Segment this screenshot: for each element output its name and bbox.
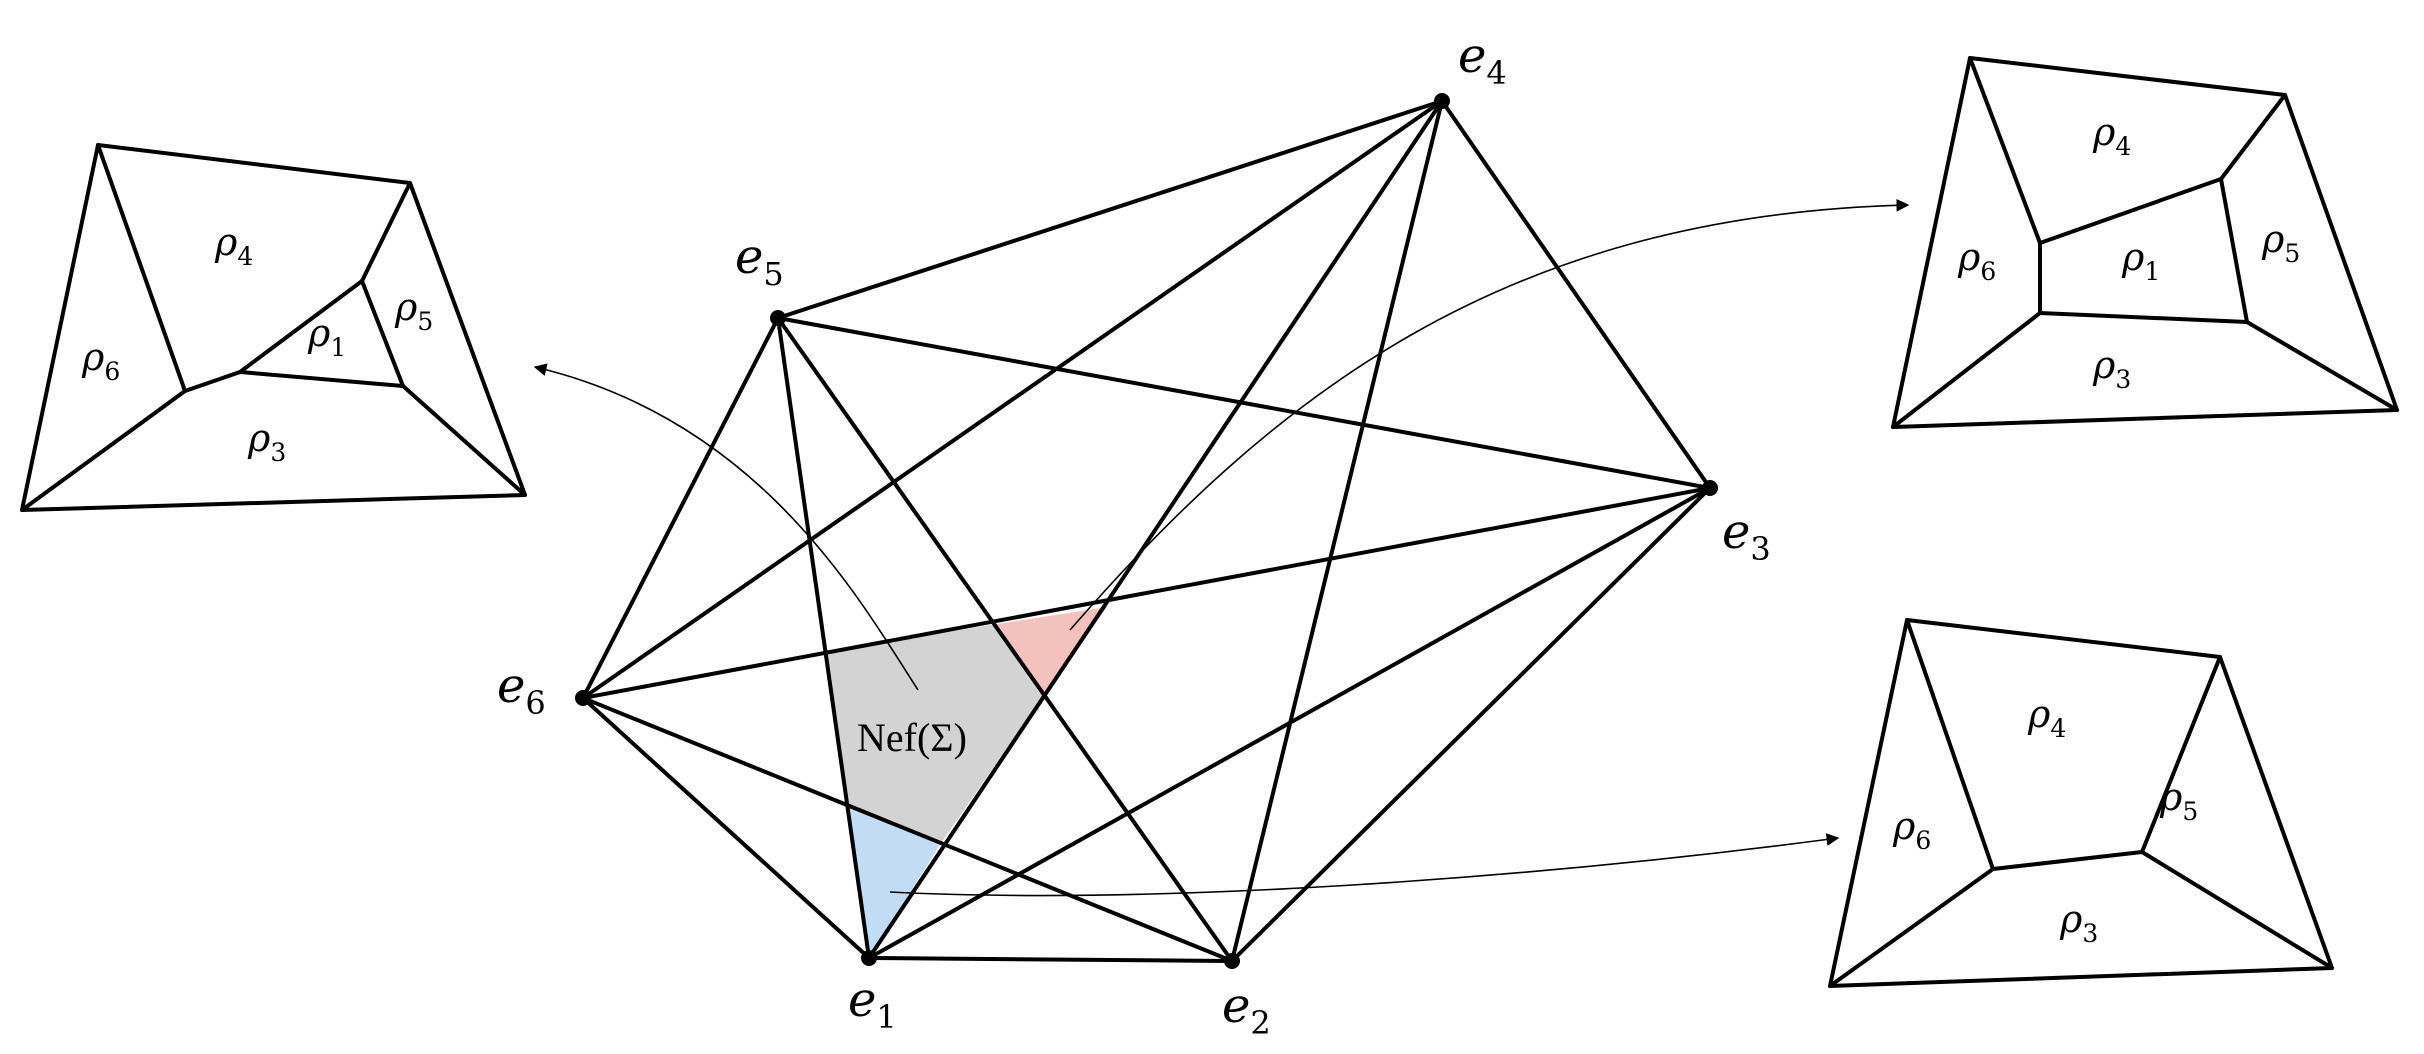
- left-rho-4: ρ4: [214, 220, 253, 271]
- top-right-rho-1: ρ1: [2121, 235, 2160, 286]
- vertex-e4-label: e4: [1458, 28, 1507, 92]
- vertex-e6-label: e6: [497, 658, 546, 722]
- vertex-e5-dot: [770, 310, 786, 326]
- vertex-e3-dot: [1702, 480, 1718, 496]
- red-chamber: [997, 607, 1107, 695]
- top-right-rho-5: ρ5: [2261, 217, 2300, 268]
- polytope-bottom-right: [1828, 618, 2334, 988]
- bottom-right-rho-3: ρ3: [2059, 897, 2098, 948]
- arrow-nef-to-left-polytope: [533, 363, 919, 691]
- left-rho-3: ρ3: [247, 416, 286, 467]
- blue-chamber: [846, 808, 941, 958]
- nef-label: Nef(Σ): [857, 715, 967, 760]
- vertex-e1-dot: [861, 950, 877, 966]
- arrow-blue-to-bottom-right-polytope: [889, 833, 1840, 897]
- left-rho-6: ρ6: [81, 335, 120, 386]
- top-right-rho-4: ρ4: [2092, 110, 2131, 161]
- vertex-e6-dot: [575, 690, 591, 706]
- bottom-right-rho-4: ρ4: [2027, 692, 2066, 743]
- polytope-top-right: [1891, 56, 2399, 429]
- vertex-e5-label: e5: [735, 229, 784, 293]
- left-rho-5: ρ5: [394, 285, 433, 336]
- vertex-e3-label: e3: [1722, 504, 1771, 568]
- top-right-rho-3: ρ3: [2092, 343, 2131, 394]
- central-graph-edges: [581, 99, 1712, 963]
- left-rho-1: ρ1: [307, 311, 346, 362]
- bottom-right-rho-5: ρ5: [2159, 775, 2198, 826]
- top-right-rho-6: ρ6: [1957, 235, 1996, 286]
- bottom-right-rho-6: ρ6: [1892, 804, 1931, 855]
- arrow-red-to-top-right-polytope: [1069, 198, 1910, 631]
- vertex-e2-dot: [1224, 953, 1240, 969]
- vertex-e2-label: e2: [1222, 978, 1271, 1042]
- vertex-e1-label: e1: [848, 972, 897, 1036]
- polytope-left: [20, 143, 527, 512]
- vertex-e4-dot: [1434, 93, 1450, 109]
- nef-region: [827, 624, 1044, 843]
